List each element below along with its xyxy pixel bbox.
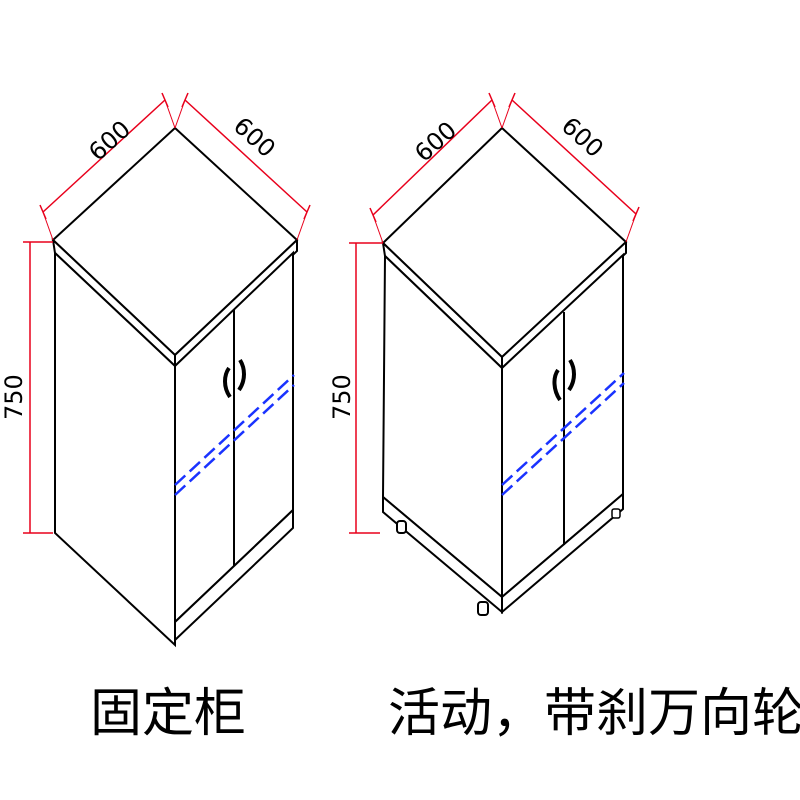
fixed-cabinet: 600 600 750	[0, 92, 311, 648]
caster-wheel-icon	[396, 520, 407, 534]
glass-line	[501, 372, 625, 486]
dimension-label-height: 750	[0, 374, 28, 420]
dimension-label-width: 600	[556, 112, 609, 163]
countertop-edge-right	[501, 239, 627, 371]
dimension-height: 750	[0, 241, 53, 534]
glass-line	[501, 382, 625, 496]
door-handle-left	[552, 368, 562, 402]
door-handle-left	[223, 366, 232, 399]
mobile-cabinet: 600 600 750	[328, 92, 640, 616]
glass-line	[174, 374, 295, 486]
caption-fixed-cabinet: 固定柜	[90, 684, 247, 744]
caster-wheel-icon	[611, 508, 621, 519]
caption-mobile-cabinet: 活动，带刹万向轮	[388, 684, 800, 744]
countertop-edge-right	[174, 237, 298, 369]
dimension-label-height: 750	[328, 374, 356, 420]
side-panel	[54, 250, 176, 648]
glass-line	[174, 384, 295, 496]
dimension-label-depth: 600	[409, 116, 462, 167]
caster-wheel-icon	[477, 601, 489, 616]
door-handle-right	[237, 358, 246, 392]
dimension-label-depth: 600	[83, 115, 136, 166]
dimension-height: 750	[328, 242, 383, 534]
door-handle-right	[567, 358, 576, 392]
bottom-frame	[501, 491, 624, 615]
dimension-label-width: 600	[228, 112, 281, 163]
